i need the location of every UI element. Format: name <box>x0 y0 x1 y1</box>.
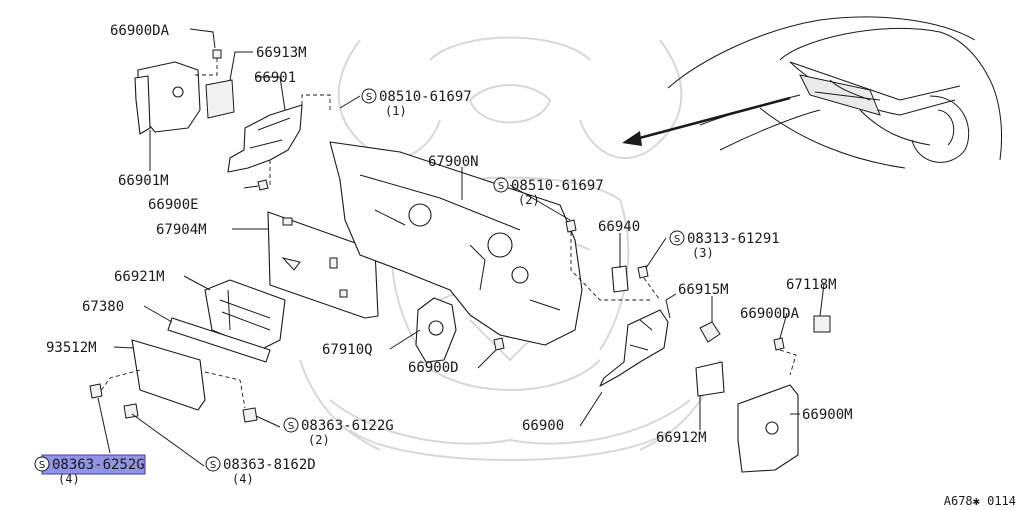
car-location-sketch <box>667 16 1002 169</box>
callout-66900da-top: 66900DA <box>110 23 170 39</box>
part-bolt-08363-6122g <box>242 407 258 423</box>
svg-text:S: S <box>366 92 372 103</box>
svg-text:08510-61697: 08510-61697 <box>511 178 604 194</box>
part-66901m-hole <box>172 86 184 98</box>
part-66915m-seal <box>699 321 721 343</box>
svg-text:S: S <box>498 181 504 192</box>
svg-text:S: S <box>288 421 294 432</box>
svg-text:S: S <box>39 460 45 471</box>
callout-66900e: 66900E <box>148 197 199 213</box>
callout-08363-6252g[interactable]: S 08363-6252G (4) <box>34 454 146 486</box>
svg-text:(4): (4) <box>232 472 254 486</box>
part-66900m-hole <box>765 421 779 435</box>
svg-text:(2): (2) <box>308 433 330 447</box>
part-66901m-lower <box>134 75 151 135</box>
svg-text:(2): (2) <box>518 193 540 207</box>
callout-67118m: 67118M <box>786 277 837 293</box>
callout-08363-6122g: S 08363-6122G (2) <box>283 417 394 447</box>
svg-text:08510-61697: 08510-61697 <box>379 89 472 105</box>
callout-66912m: 66912M <box>656 430 707 446</box>
callout-93512m: 93512M <box>46 340 97 356</box>
part-67900n-hole-2 <box>487 232 513 258</box>
callout-66913m: 66913M <box>256 45 307 61</box>
callout-67380: 67380 <box>82 299 124 315</box>
location-arrow <box>622 96 791 146</box>
part-67910q-hole <box>428 320 444 336</box>
callout-67900n: 67900N <box>428 154 479 170</box>
part-66900da-clip-right <box>773 337 785 351</box>
callout-66921m: 66921M <box>114 269 165 285</box>
svg-text:08363-6252G: 08363-6252G <box>52 457 145 473</box>
callout-08363-8162d: S 08363-8162D (4) <box>205 456 316 486</box>
leader-lines <box>97 28 825 467</box>
callout-66901: 66901 <box>254 70 296 86</box>
svg-text:08363-8162D: 08363-8162D <box>223 457 316 473</box>
callout-08313-61291: S 08313-61291 (3) <box>669 230 780 260</box>
part-66901-bracket <box>227 104 303 173</box>
part-67380-strip <box>167 317 271 363</box>
diagram-reference-code: A678✱ 0114 <box>944 494 1016 508</box>
part-66913m-pad <box>205 79 235 119</box>
svg-text:08363-6122G: 08363-6122G <box>301 418 394 434</box>
svg-text:(3): (3) <box>692 246 714 260</box>
part-67900n-hole-1 <box>408 203 432 227</box>
callout-66900: 66900 <box>522 418 564 434</box>
part-fastener-08313 <box>637 265 649 279</box>
callout-66901m: 66901M <box>118 173 169 189</box>
part-66940-bracket <box>611 265 629 293</box>
svg-text:(4): (4) <box>58 472 80 486</box>
part-67900n-hole-3 <box>511 266 529 284</box>
part-93512m-plate <box>131 339 206 411</box>
part-66900-duct <box>599 309 669 387</box>
svg-text:08313-61291: 08313-61291 <box>687 231 780 247</box>
callout-08510-61697-a: S 08510-61697 (1) <box>361 88 472 118</box>
svg-text:(1): (1) <box>385 104 407 118</box>
callout-67904m: 67904M <box>156 222 207 238</box>
part-66921m-bracket <box>204 279 286 351</box>
part-66900da-clip-top <box>212 49 222 59</box>
callout-08510-61697-b: S 08510-61697 (2) <box>493 177 604 207</box>
callout-66915m: 66915M <box>678 282 729 298</box>
part-fastener-08510-b <box>565 219 577 233</box>
callout-66900m: 66900M <box>802 407 853 423</box>
part-bolt-08363-6252g <box>89 383 103 399</box>
callout-66940: 66940 <box>598 219 640 235</box>
svg-text:S: S <box>210 460 216 471</box>
svg-text:S: S <box>674 234 680 245</box>
part-67118m-block <box>813 315 831 333</box>
callout-66900da-right: 66900DA <box>740 306 800 322</box>
part-66900e-bolt <box>257 179 269 191</box>
part-66900d-clip <box>493 337 505 351</box>
part-66912m-pad <box>695 361 725 397</box>
callout-67910q: 67910Q <box>322 342 373 358</box>
part-bolt-08363-8162d <box>123 403 139 419</box>
callout-66900d: 66900D <box>408 360 459 376</box>
